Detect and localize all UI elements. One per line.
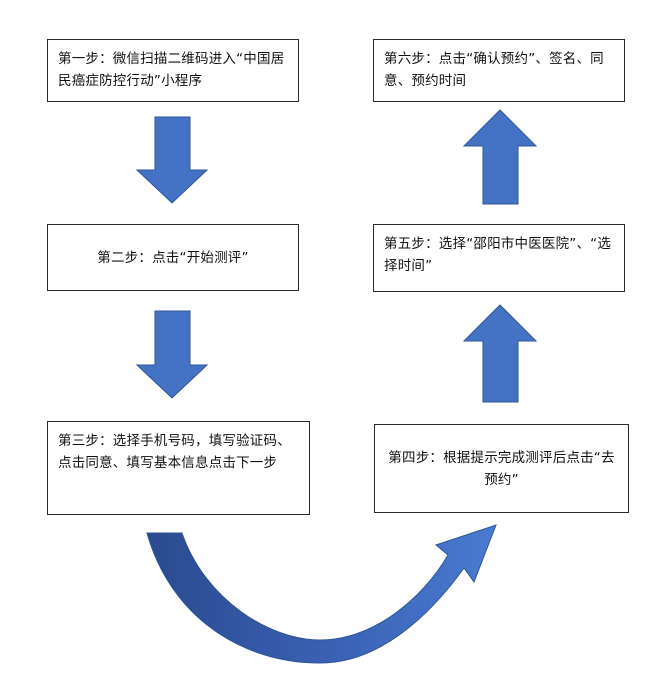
step2-box: 第二步：点击“开始测评”	[47, 224, 299, 291]
arrow-up-5-6	[462, 109, 538, 205]
arrow-down-1-2	[135, 116, 209, 204]
step4-box: 第四步：根据提示完成测评后点击“去预约”	[374, 424, 629, 513]
step1-box: 第一步：微信扫描二维码进入“中国居民癌症防控行动”小程序	[47, 39, 299, 102]
arrow-down-2-3	[135, 310, 209, 399]
step3-box: 第三步：选择手机号码，填写验证码、点击同意、填写基本信息点击下一步	[47, 421, 310, 515]
step6-text: 第六步：点击“确认预约”、签名、同意、预约时间	[384, 51, 604, 89]
step6-box: 第六步：点击“确认预约”、签名、同意、预约时间	[373, 39, 625, 102]
step4-text: 第四步：根据提示完成测评后点击“去预约”	[388, 449, 615, 488]
step3-text: 第三步：选择手机号码，填写验证码、点击同意、填写基本信息点击下一步	[58, 433, 291, 471]
step1-text: 第一步：微信扫描二维码进入“中国居民癌症防控行动”小程序	[58, 51, 285, 89]
step2-text: 第二步：点击“开始测评”	[97, 249, 249, 266]
curved-arrow-3-4	[146, 524, 497, 664]
step5-text: 第五步：选择“邵阳市中医医院”、“选择时间”	[384, 236, 612, 274]
step5-box: 第五步：选择“邵阳市中医医院”、“选择时间”	[373, 224, 625, 292]
arrow-up-4-5	[462, 304, 538, 403]
